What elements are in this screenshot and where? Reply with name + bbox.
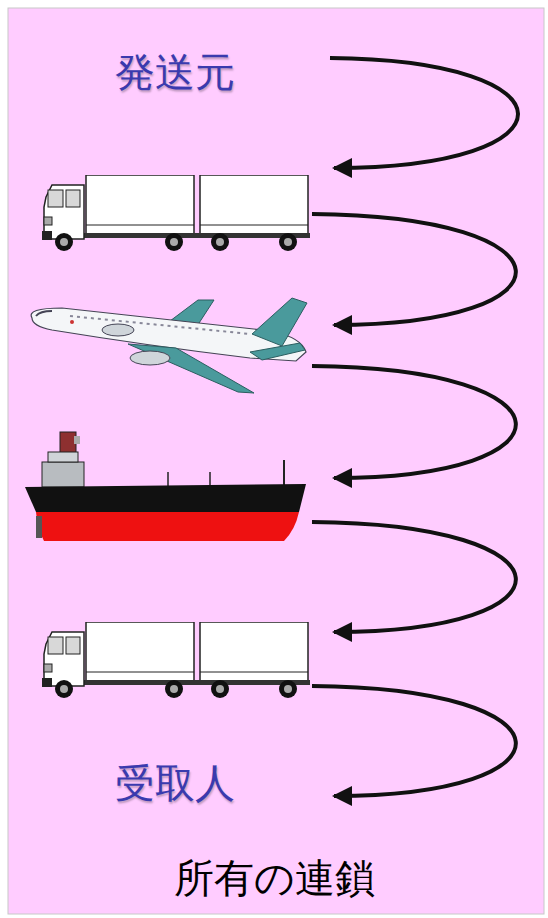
airplane-illustration [31, 298, 307, 393]
chain-arrow [312, 58, 518, 796]
truck-illustration [42, 175, 310, 251]
background-panel [8, 8, 544, 914]
endpoint-label: 発送元 [115, 45, 235, 100]
endpoint-label: 受取人 [115, 756, 235, 811]
diagram-caption: 所有の連鎖 [174, 851, 375, 906]
truck-illustration [42, 622, 310, 698]
ship-illustration [25, 432, 306, 541]
